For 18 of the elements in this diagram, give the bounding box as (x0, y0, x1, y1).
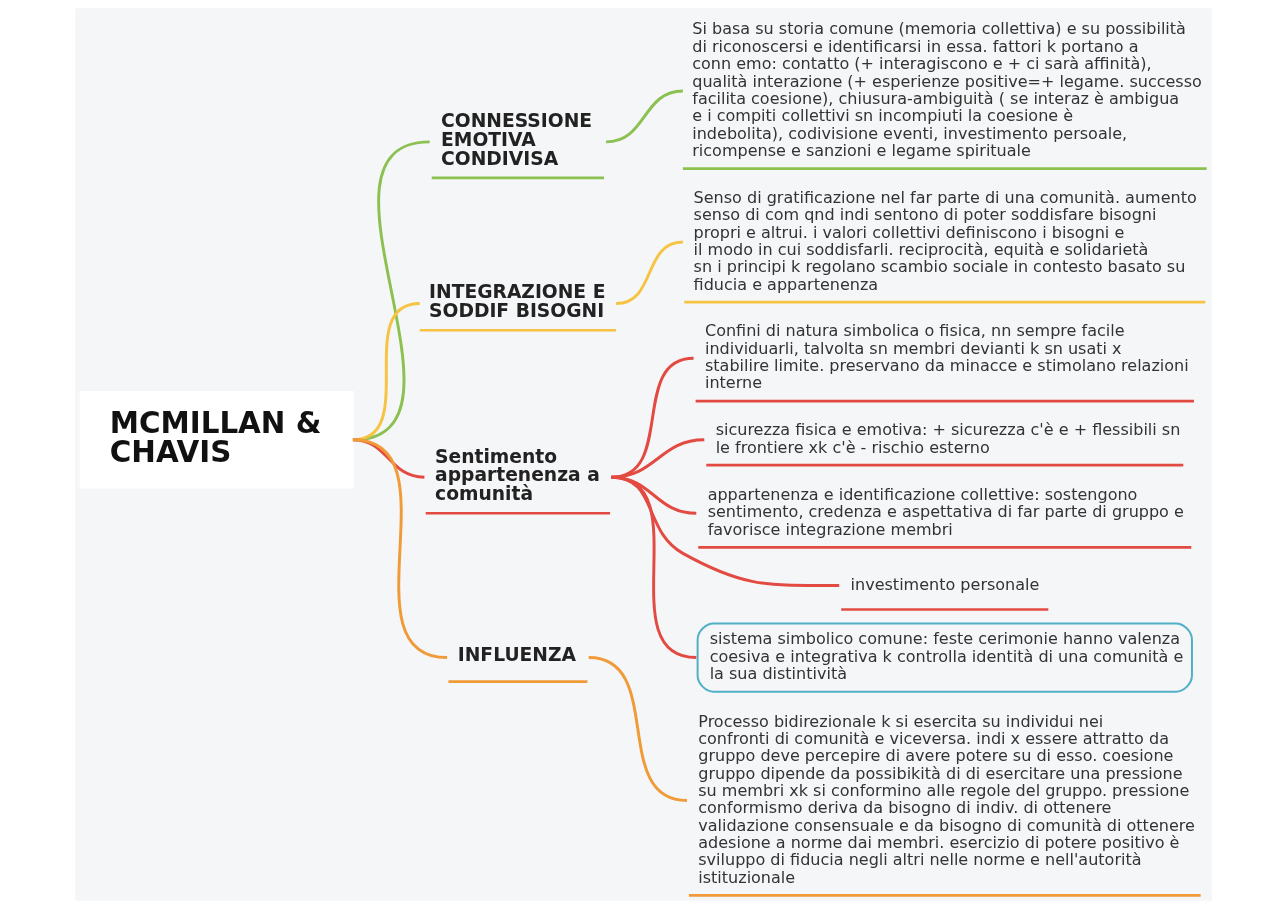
connector (605, 89, 683, 144)
connector (587, 656, 687, 802)
node-text: sicurezza fisica e emotiva: + sicurezza c'è e + flessibili sn le frontiere xk c'è - rischio esterno (715, 420, 1180, 457)
node-text: Si basa su storia comune (memoria collettiva) e su possibilità di riconoscersi e identificarsi in essa. fattori k portano a conn emo: contatto (+ interagiscono e + ci sarà affinità), qualità interazione (+ esperienze positive=+ legame. successo facilita coesione), chiusura-ambiguità ( se interaz è ambigua e i compiti collettivi sn incompiuti la coesione è indebolita), codivisione eventi, investimento persoale, ricompense e sanzioni e legame spirituale (691, 19, 1202, 161)
node-text: Sentimento appartenenza a comunità (434, 445, 600, 505)
node-text: INTEGRAZIONE E SODDIF BISOGNI (428, 281, 605, 322)
node-box: sistema simbolico comune: feste cerimonie hanno valenza coesiva e integrativa k controlla identità di una comunità e la sua distintività (696, 622, 1193, 693)
connector (610, 475, 697, 660)
node-text: appartenenza e identificazione collettive: sostengono sentimento, credenza e aspettativa di far parte di gruppo e favorisce integrazione membri (707, 485, 1184, 539)
node-text: Confini di natura simbolica o fisica, nn sempre facile individuarli, talvolta sn membri devianti k sn usati x stabilire limite. preservano da minacce e stimolano relazioni interne (704, 321, 1189, 393)
node-text: investimento personale (850, 574, 1039, 594)
connector (615, 240, 683, 305)
connector (352, 438, 447, 660)
node-text: CONNESSIONE EMOTIVA CONDIVISA (440, 110, 592, 169)
node-text: Senso di gratificazione nel far parte di una comunità. aumento senso di com qnd indi sentono di poter soddisfare bisogni propri e altrui. i valori collettivi definiscono i bisogni e il modo in cui soddisfarli. reciprocità, equità e solidarietà sn i principi k regolano scambio sociale in contesto basato su fiducia e appartenenza (693, 187, 1197, 294)
node-box: MCMILLAN & CHAVIS (79, 391, 354, 489)
node-text: INFLUENZA (457, 644, 576, 666)
node-text: Processo bidirezionale k si esercita su individui nei confronti di comunità e viceversa. indi x essere attratto da gruppo deve percepire di avere potere su di esso. coesione gruppo dipende da possibikità di di esercitare una pressione su membri xk si conformino alle regole del gruppo. pressione conformismo deriva da bisogno di indiv. di ottenere validazione consensuale e da bisogno di comunità di ottenere adesione a norme dai membri. esercizio di potere positivo è sviluppo di fiducia negli altri nelle norme e nell'autorità istituzionale (697, 711, 1195, 887)
